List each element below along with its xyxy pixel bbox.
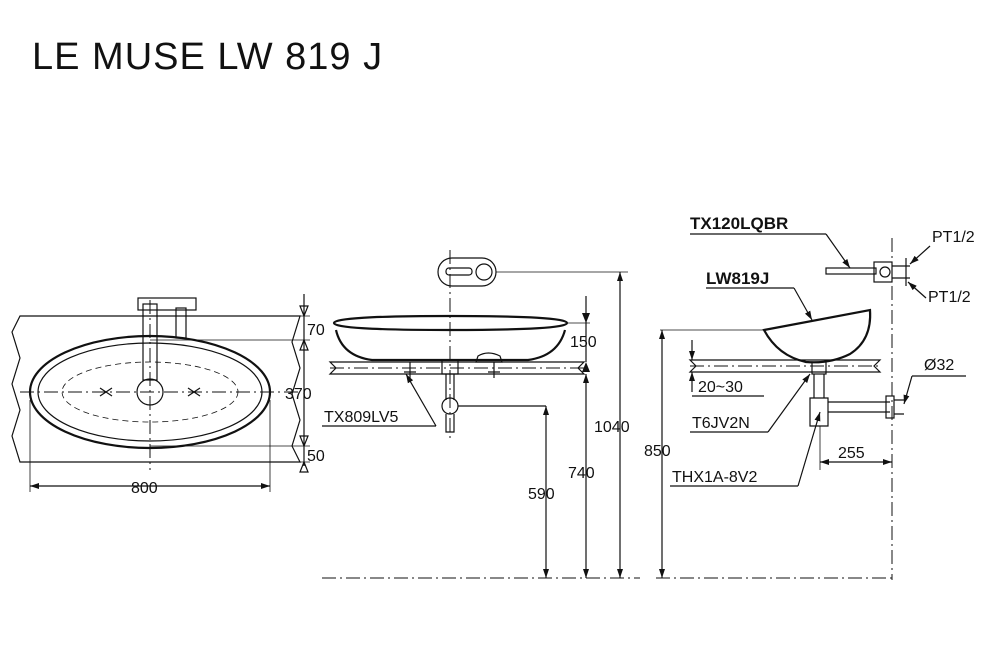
- faucet-body: [142, 303, 158, 381]
- faucet-model-label: TX120LQBR: [690, 214, 788, 233]
- thread-top-label: PT1/2: [932, 229, 975, 246]
- width-dim: 800: [131, 480, 158, 497]
- page-title: LE MUSE LW 819 J: [32, 36, 384, 78]
- trap-offset-dim: 255: [838, 445, 865, 462]
- mount-mark-left: [99, 387, 113, 397]
- wall-faucet-spout: [445, 267, 473, 276]
- side-view: TX120LQBR PT1/2 PT1/2 LW819J 20~30: [644, 214, 975, 580]
- faucet-plate: [137, 297, 197, 311]
- counter-outline: [11, 315, 301, 463]
- drain-height-dim: 590: [528, 486, 555, 503]
- mount-mark-right: [187, 387, 201, 397]
- depth-dim: 370: [285, 386, 312, 403]
- plan-view: 70 370 50 800: [11, 294, 325, 497]
- side-height-dim: 850: [644, 443, 671, 460]
- basin-height-dim: 150: [570, 334, 597, 351]
- basin-model-label: LW819J: [706, 269, 769, 288]
- wall-faucet-handle: [475, 263, 493, 281]
- thread-bottom-label: PT1/2: [928, 289, 971, 306]
- counter-height-dim: 740: [568, 465, 595, 482]
- wall-faucet-plate: [437, 257, 497, 287]
- back-offset-dim: 70: [307, 322, 325, 339]
- drain-model-label: T6JV2N: [692, 415, 750, 432]
- front-offset-dim: 50: [307, 448, 325, 465]
- counter-thickness-dim: 20~30: [698, 379, 743, 396]
- basin-side-profile: [762, 308, 872, 364]
- pipe-diameter-label: Ø32: [924, 357, 954, 374]
- faucet-handle: [175, 307, 187, 339]
- front-view: TX809LV5 150 590 740 1040: [322, 250, 640, 579]
- trap-model-label: THX1A-8V2: [672, 469, 757, 486]
- waste-model-label: TX809LV5: [324, 409, 399, 426]
- faucet-height-dim: 1040: [594, 419, 630, 436]
